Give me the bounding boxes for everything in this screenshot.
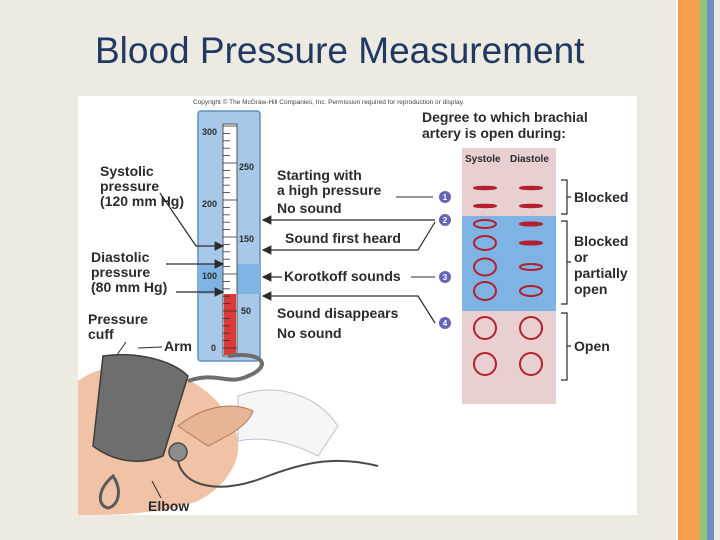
column-diastole: Diastole [510,154,549,165]
sound-first-heard-label: Sound first heard [285,230,401,246]
blood-pressure-figure: Copyright © The McGraw-Hill Companies, I… [78,96,637,515]
systolic-arrow [159,192,225,251]
mercury-column [224,294,236,355]
slide-title: Blood Pressure Measurement [95,30,585,71]
step-badge-number: 2 [443,216,448,225]
scale-label-250: 250 [239,162,254,172]
step-badge-number: 1 [443,193,448,202]
artery-diastole [519,240,543,246]
arm-pointer [137,346,163,349]
bracket-partial [561,220,571,305]
stethoscope-tube [177,459,379,488]
artery-diastole [519,203,543,209]
artery-systole [473,185,497,191]
systolic-label: Systolic pressure (120 mm Hg) [100,163,184,209]
scale-label-200: 200 [202,199,217,209]
artery-systole [473,219,497,229]
scale-label-300: 300 [202,127,217,137]
state-partial-label: Blocked or partially open [574,233,632,297]
sleeve-illustration [237,389,339,457]
disappears-arrow [261,291,436,324]
sound-disappears-label: Sound disappears No sound [277,305,402,341]
scale-label-100: 100 [202,271,217,281]
artery-diastole [519,352,543,376]
figure-canvas: Copyright © The McGraw-Hill Companies, I… [78,98,632,515]
accent-stripe-cream [714,0,720,540]
accent-stripe-white [676,0,678,540]
elbow-pointer [151,480,162,499]
artery-diastole [519,185,543,191]
artery-diastole [519,263,543,271]
accent-stripe-orange [678,0,700,540]
cuff-bulb [98,473,120,510]
artery-systole [473,316,497,340]
elbow-label: Elbow [148,498,189,514]
step-badge-circle [438,213,452,227]
scale-label-50: 50 [241,306,251,316]
artery-diastole [519,316,543,340]
accent-stripe-blue [707,0,714,540]
artery-systole [473,281,497,301]
step-badge-circle [438,316,452,330]
korotkoff-label: Korotkoff sounds [284,268,401,284]
step-badge-number: 3 [443,273,448,282]
step-badge-number: 4 [443,319,448,328]
artery-diastole [519,285,543,297]
artery-header: Degree to which brachial artery is open … [422,109,592,141]
diastolic-label: Diastolic pressure (80 mm Hg) [91,249,167,295]
pressure-cuff-label: Pressure cuff [88,311,152,342]
bracket-open [561,312,571,381]
scale-label-0: 0 [211,343,216,353]
step-badges: 1 2 3 4 [438,190,452,330]
artery-panel-band [462,216,556,311]
scale-label-150: 150 [239,234,254,244]
artery-shapes [473,185,543,376]
artery-systole [473,352,497,376]
state-blocked-label: Blocked [574,189,628,205]
starting-pressure-label: Starting with a high pressure No sound [277,167,385,216]
artery-diastole [519,221,543,227]
cuff-tube [187,353,264,383]
accent-stripe-green [700,0,707,540]
state-open-label: Open [574,338,610,354]
step-badge-circle [438,270,452,284]
cuff-illustration [92,353,189,462]
artery-systole [473,235,497,251]
artery-systole [473,257,497,277]
copyright-text: Copyright © The McGraw-Hill Companies, I… [193,98,464,106]
arm-label: Arm [164,338,192,354]
first-heard-arrow [261,221,436,255]
step-badge-circle [438,190,452,204]
artery-systole [473,203,497,209]
manometer-ticks [223,125,237,349]
hand-illustration [177,405,254,447]
bracket-blocked [561,179,571,215]
column-systole: Systole [465,154,501,165]
stethoscope-head [168,442,188,462]
